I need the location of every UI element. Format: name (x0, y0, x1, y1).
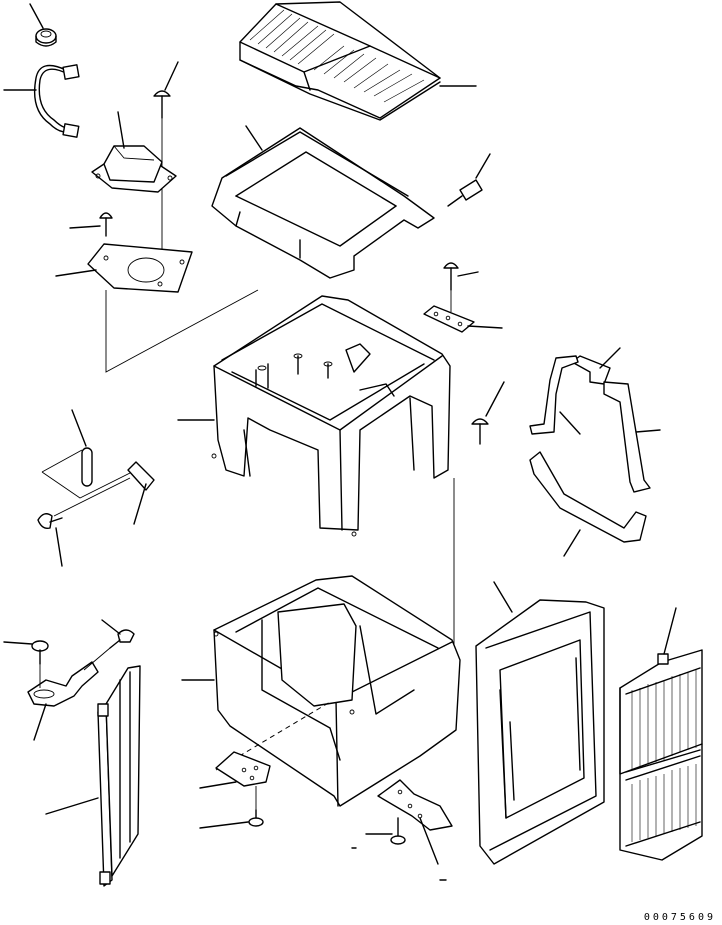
bolt-foot-right (351, 817, 406, 849)
wire-harness-icon (3, 64, 80, 138)
bolt-right (453, 381, 505, 646)
mount-plate (55, 243, 259, 373)
filter-frame (211, 125, 435, 279)
bolt-clip (37, 513, 63, 567)
filter-cassette-right (619, 607, 703, 861)
lower-case (181, 575, 461, 807)
grommet-icon (29, 3, 57, 47)
upper-case (177, 295, 451, 537)
sensor-probe (41, 409, 133, 499)
filter-cassette-top (239, 1, 477, 121)
bolt-foot-left (199, 809, 264, 829)
bolt-lower-left (101, 619, 135, 649)
strap-bent (529, 355, 581, 435)
bolt-left (69, 212, 113, 237)
screw-right (447, 153, 491, 207)
washer-left (3, 640, 49, 665)
bolt-mid (443, 262, 479, 312)
pipe-bracket (27, 647, 111, 741)
sensor-clip (53, 461, 155, 525)
heater-core (45, 665, 141, 887)
strap-long (529, 451, 647, 557)
drawing-number: 00075609 (643, 912, 716, 923)
control-module (91, 111, 177, 193)
foot-bracket-right (377, 779, 453, 881)
foot-bracket-left (199, 751, 271, 810)
strap-long (603, 381, 661, 493)
strap-short (571, 347, 621, 385)
side-frame (475, 581, 605, 865)
small-bracket (423, 305, 503, 333)
